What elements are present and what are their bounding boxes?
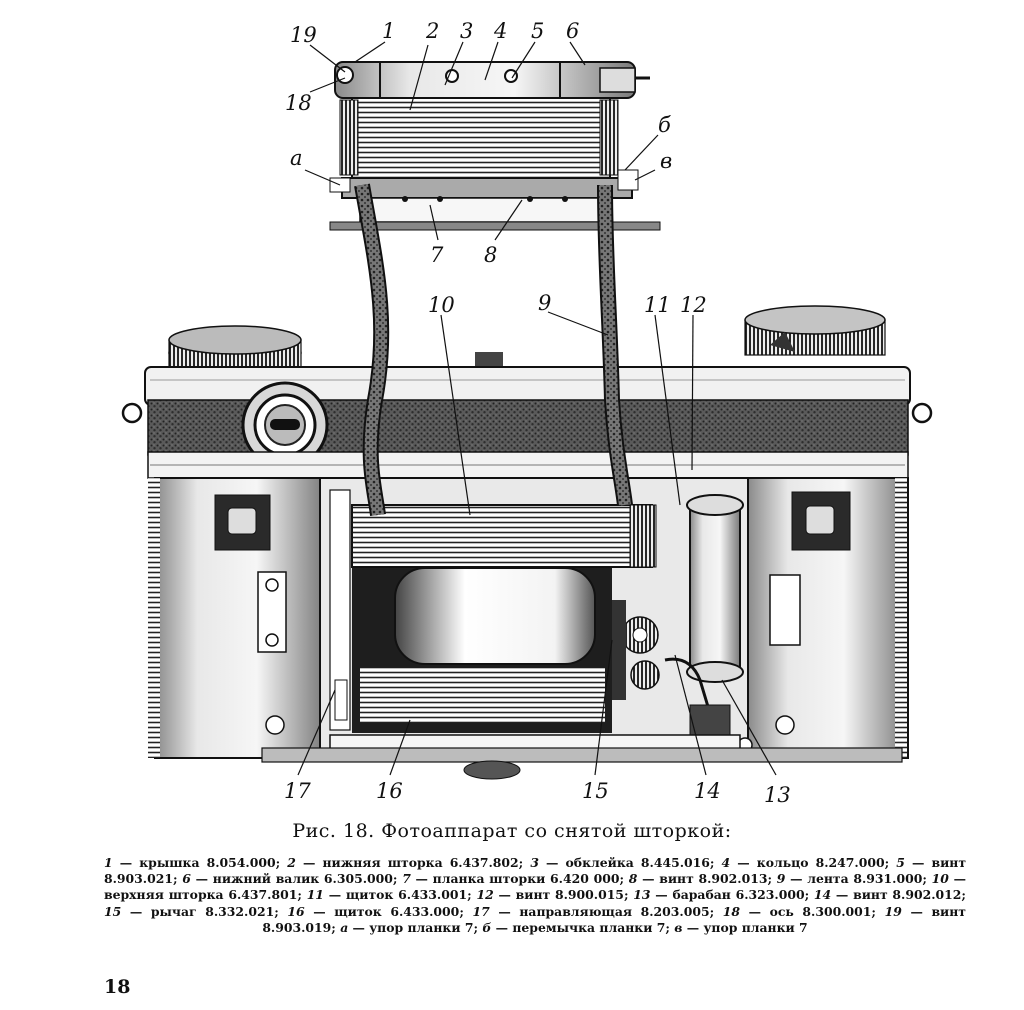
- callout-12: 12: [680, 293, 707, 317]
- callout-5: 5: [531, 19, 544, 43]
- legend-entry: 16 — щиток 6.433.000: [287, 903, 460, 919]
- legend-entry-text: упор планки 7: [703, 919, 808, 935]
- callout-4: 4: [493, 19, 507, 43]
- legend-entry: 14 — винт 8.902.012: [813, 887, 962, 903]
- legend-entry-number: 15: [104, 903, 122, 919]
- callout-19: 19: [290, 23, 317, 47]
- legend-entry: 1 — крышка 8.054.000: [104, 855, 276, 870]
- legend-entry-text: винт 8.903.021: [104, 855, 967, 887]
- legend-entry-number: 2: [287, 855, 296, 870]
- legend-entry-number: 10: [931, 871, 949, 887]
- legend-entry-number: 9: [776, 871, 786, 887]
- callout-6: 6: [566, 19, 579, 43]
- legend-entry: 9 — лента 8.931.000: [776, 871, 923, 887]
- figure-legend: 1 — крышка 8.054.000; 2 — нижняя шторка …: [104, 855, 967, 935]
- legend-entry-text: упор планки 7: [369, 919, 474, 935]
- shutter-assembly: [329, 61, 661, 517]
- legend-entry-text: барабан 6.323.000: [672, 887, 805, 903]
- legend-entry-number: 18: [722, 903, 741, 919]
- legend-entry-number: 6: [182, 871, 191, 887]
- legend-entry-number: 3: [530, 855, 539, 870]
- legend-entry-number: 14: [813, 887, 832, 903]
- callout-2: 2: [425, 19, 439, 43]
- camera-body: [121, 305, 933, 780]
- callout-9: 9: [538, 291, 551, 315]
- legend-entry: 15 — рычаг 8.332.021: [104, 903, 275, 919]
- callout-18: 18: [285, 91, 312, 115]
- callout-labels: 19 1 2 3 4 5 6 18 а б в 7 8 10 9 11 12 1…: [284, 19, 791, 807]
- legend-entry-text: лента 8.931.000: [807, 871, 923, 887]
- page-number: 18: [104, 976, 131, 998]
- legend-entry-text: щиток 6.433.000: [334, 903, 460, 919]
- legend-entry-number: в: [674, 919, 683, 935]
- callout-v: в: [660, 149, 672, 173]
- callout-1: 1: [382, 19, 395, 43]
- callout-8: 8: [484, 243, 497, 267]
- legend-entry: в — упор планки 7: [674, 919, 808, 935]
- callout-11: 11: [644, 293, 671, 317]
- callout-a: а: [290, 146, 303, 170]
- legend-entry: 12 — винт 8.900.015: [476, 887, 624, 903]
- callout-3: 3: [460, 19, 473, 43]
- legend-entry-text: щиток 6.433.001: [345, 887, 468, 903]
- legend-entry: 4 — кольцо 8.247.000: [721, 855, 885, 870]
- legend-entry: 3 — обклейка 8.445.016: [530, 855, 710, 870]
- legend-entry: 19 — винт 8.903.019: [262, 903, 966, 935]
- callout-b: б: [658, 113, 671, 137]
- legend-entry-number: 16: [287, 903, 305, 919]
- legend-entry-number: 11: [306, 887, 324, 903]
- callout-16: 16: [376, 779, 403, 803]
- callout-17: 17: [284, 779, 311, 803]
- legend-entry-number: 17: [472, 903, 490, 919]
- legend-entry-text: винт 8.902.013: [659, 871, 768, 887]
- legend-entry-text: нижняя шторка 6.437.802: [322, 855, 519, 870]
- legend-entry-text: кольцо 8.247.000: [756, 855, 885, 870]
- legend-entry: 8 — винт 8.902.013: [628, 871, 768, 887]
- legend-entry: 11 — щиток 6.433.001: [306, 887, 468, 903]
- legend-entry-text: крышка 8.054.000: [139, 855, 276, 870]
- camera-diagram: 19 1 2 3 4 5 6 18 а б в 7 8 10 9 11 12 1…: [121, 19, 933, 807]
- leader-lines: [297, 41, 777, 776]
- legend-entry-text: ось 8.300.001: [769, 903, 872, 919]
- legend-entry-text: перемычка планки 7: [512, 919, 666, 935]
- figure-caption: Рис. 18. Фотоаппарат со снятой шторкой:: [292, 820, 732, 842]
- legend-entry-text: винт 8.902.012: [853, 887, 962, 903]
- legend-entry: а — упор планки 7: [340, 919, 474, 935]
- legend-entry-text: верхняя шторка 6.437.801: [104, 887, 298, 903]
- callout-7: 7: [430, 243, 444, 267]
- legend-entry-number: б: [482, 919, 492, 935]
- legend-entry-text: винт 8.900.015: [515, 887, 624, 903]
- legend-entry-text: планка шторки 6.420 000: [432, 871, 620, 887]
- legend-entry-number: 1: [104, 855, 113, 870]
- callout-13: 13: [764, 783, 791, 807]
- legend-entry-number: а: [340, 919, 349, 935]
- legend-entry: б — перемычка планки 7: [482, 919, 666, 935]
- legend-entry-number: 8: [628, 871, 638, 887]
- legend-entry-text: обклейка 8.445.016: [565, 855, 710, 870]
- legend-entry: 6 — нижний валик 6.305.000: [182, 871, 393, 887]
- legend-entry-text: нижний валик 6.305.000: [212, 871, 393, 887]
- callout-10: 10: [428, 293, 455, 317]
- legend-entry-number: 4: [721, 855, 731, 870]
- legend-entry: 17 — направляющая 8.203.005: [472, 903, 710, 919]
- legend-entry-text: рычаг 8.332.021: [150, 903, 275, 919]
- legend-entry: 5 — винт 8.903.021: [104, 855, 967, 887]
- legend-entry: 10 — верхняя шторка 6.437.801: [104, 871, 966, 903]
- legend-entry-text: направляющая 8.203.005: [519, 903, 710, 919]
- legend-entry-number: 13: [633, 887, 651, 903]
- legend-entry-number: 12: [476, 887, 494, 903]
- legend-entry: 18 — ось 8.300.001: [722, 903, 872, 919]
- callout-14: 14: [694, 779, 721, 803]
- legend-entry-text: винт 8.903.019: [262, 903, 966, 935]
- legend-entry-number: 5: [896, 855, 905, 870]
- callout-15: 15: [582, 779, 609, 803]
- legend-entry: 7 — планка шторки 6.420 000: [402, 871, 620, 887]
- legend-entry: 2 — нижняя шторка 6.437.802: [287, 855, 519, 870]
- legend-entry-number: 19: [884, 903, 902, 919]
- legend-entry-number: 7: [402, 871, 411, 887]
- legend-entry: 13 — барабан 6.323.000: [633, 887, 805, 903]
